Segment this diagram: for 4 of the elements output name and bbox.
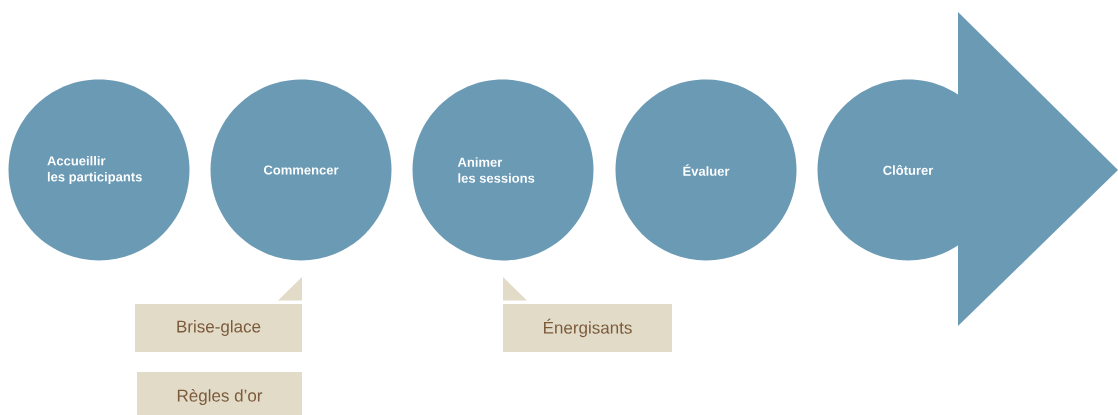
callout-box: Énergisants (503, 277, 672, 352)
callout-box: Règles d’or (137, 372, 302, 415)
callout-box: Brise-glace (135, 277, 302, 352)
node-label: Clôturer (883, 165, 934, 175)
